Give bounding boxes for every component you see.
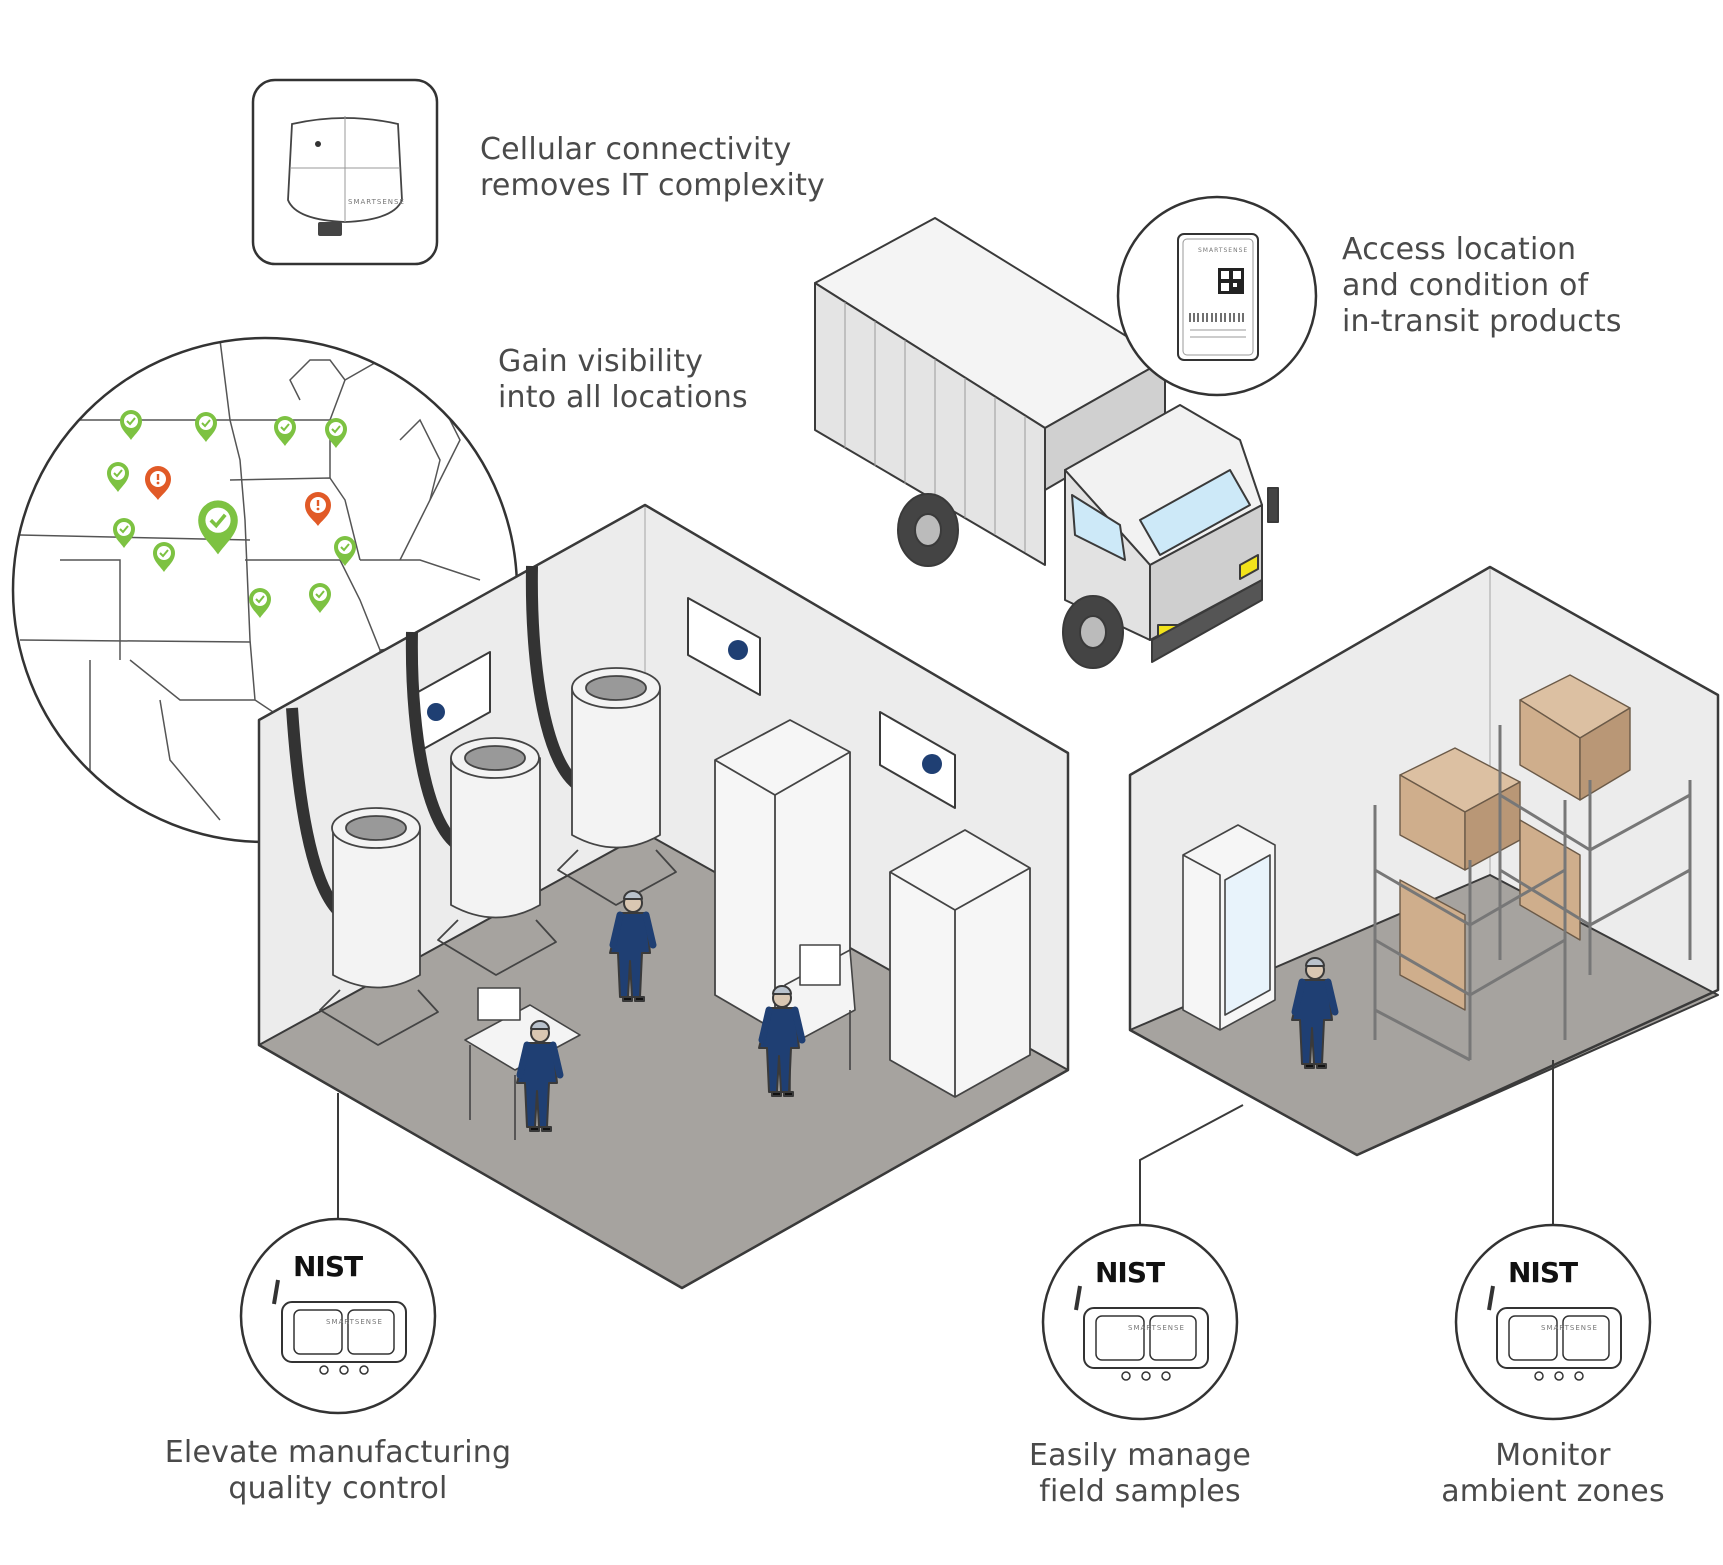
caption-line: Access location <box>1342 232 1577 267</box>
nist-logo: NIST <box>1508 1256 1578 1289</box>
manufacturing-room <box>257 503 1070 1290</box>
device-brand: SMARTSENSE <box>1128 1324 1185 1332</box>
device-brand: SMARTSENSE <box>326 1318 383 1326</box>
caption-line: Elevate manufacturing <box>164 1435 512 1470</box>
nist-sensor-badge-field-samples: NIST SMARTSENSE <box>1041 1223 1239 1421</box>
gateway-device-icon: SMARTSENSE <box>251 78 439 266</box>
caption-line: Easily manage <box>1028 1438 1252 1473</box>
nist-logo: NIST <box>1095 1256 1165 1289</box>
nist-logo: NIST <box>293 1250 363 1283</box>
caption-line: Gain visibility <box>498 344 704 379</box>
caption-line: ambient zones <box>1441 1474 1665 1509</box>
connector-lines <box>337 1060 1554 1225</box>
caption-map: Gain visibility into all locations <box>498 344 748 416</box>
caption-field-samples: Easily manage field samples <box>990 1438 1290 1510</box>
caption-line: Monitor <box>1495 1438 1611 1473</box>
caption-line: and condition of <box>1342 268 1589 303</box>
caption-line: removes IT complexity <box>480 168 825 203</box>
nist-sensor-badge-manufacturing: NIST SMARTSENSE <box>239 1217 437 1415</box>
nist-sensor-badge-ambient: NIST SMARTSENSE <box>1454 1223 1652 1421</box>
caption-ambient: Monitor ambient zones <box>1413 1438 1693 1510</box>
qr-tag-icon: SMARTSENSE <box>1116 195 1318 397</box>
caption-line: in-transit products <box>1342 304 1622 339</box>
caption-manufacturing: Elevate manufacturing quality control <box>138 1435 538 1507</box>
storage-room <box>1128 565 1720 1157</box>
caption-gateway: Cellular connectivity removes IT complex… <box>480 132 825 204</box>
caption-line: field samples <box>1039 1474 1241 1509</box>
caption-line: Cellular connectivity <box>480 132 792 167</box>
caption-transit: Access location and condition of in-tran… <box>1342 232 1622 340</box>
caption-line: quality control <box>228 1471 448 1506</box>
tag-brand: SMARTSENSE <box>1198 247 1248 254</box>
device-brand: SMARTSENSE <box>1541 1324 1598 1332</box>
gateway-brand: SMARTSENSE <box>348 198 405 206</box>
truck-icon <box>814 217 1279 669</box>
caption-line: into all locations <box>498 380 748 415</box>
